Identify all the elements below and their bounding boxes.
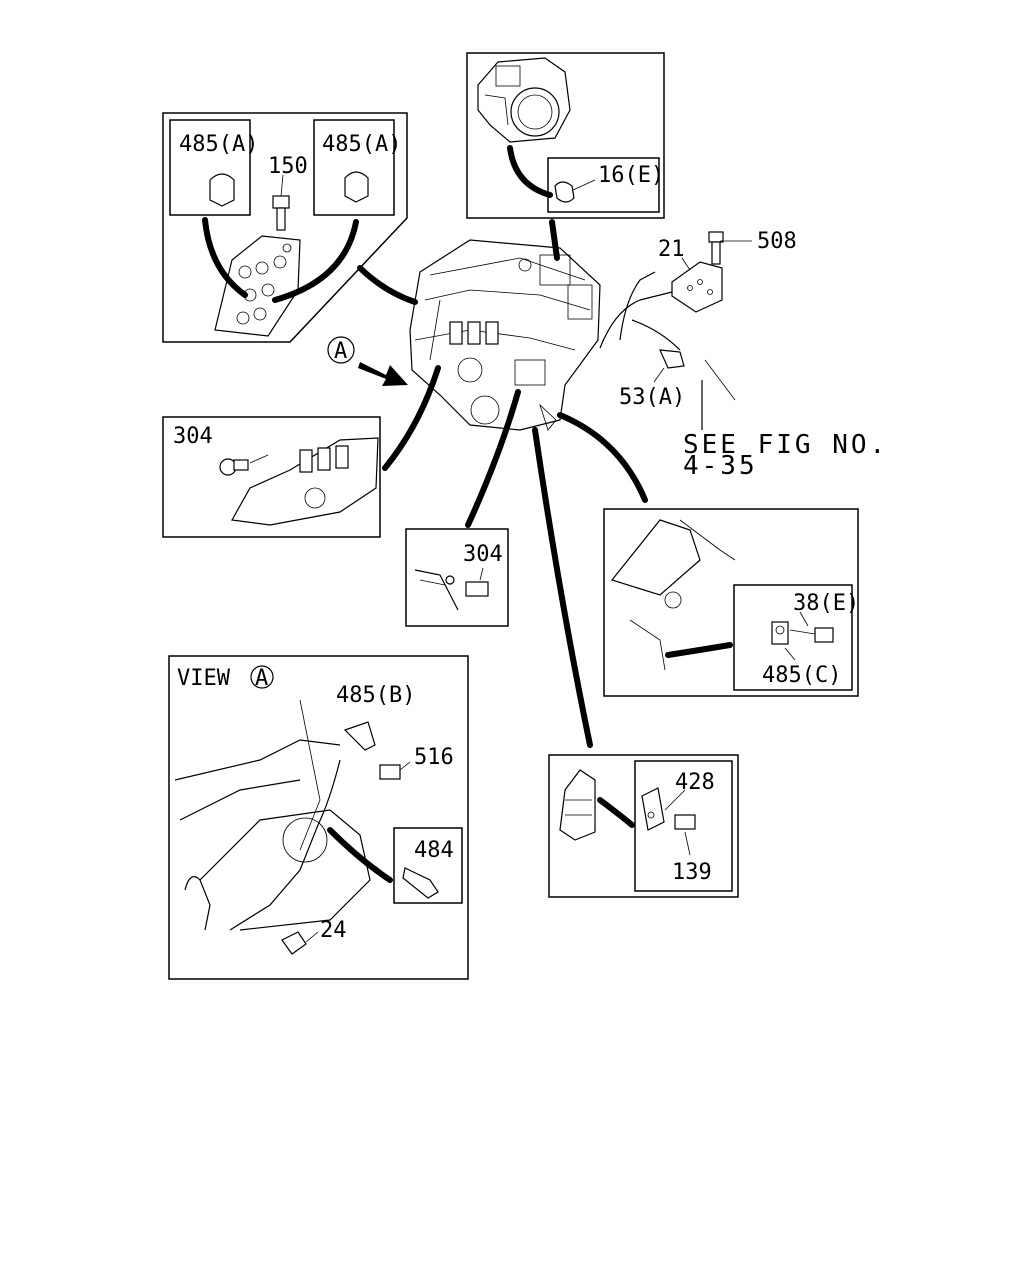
- part-16e-label: 16(E): [598, 163, 664, 188]
- manifold-flange-drawing: [214, 235, 301, 337]
- leader-line: [465, 389, 521, 528]
- bracket-icon: [641, 787, 665, 831]
- part-485c-label: 485(C): [762, 663, 841, 688]
- part-485a-right-label: 485(A): [322, 132, 401, 157]
- clip-icon: [771, 621, 789, 645]
- part-304-mid-label: 304: [463, 542, 503, 567]
- bolt-icon: [789, 627, 834, 643]
- leader-line: [357, 265, 418, 305]
- clip-icon: [554, 181, 575, 203]
- see-fig-label: SEE FIG NO.: [683, 430, 888, 460]
- bolt-304-mid-panel: [405, 528, 509, 627]
- bolt-icon: [272, 174, 290, 231]
- part-150-label: 150: [268, 154, 308, 179]
- bracket-icon: [671, 261, 723, 313]
- see-fig-number-label: 4-35: [683, 451, 758, 481]
- harness-bracket-drawing: [599, 231, 752, 430]
- clip-icon: [209, 173, 235, 207]
- manifold-clip-panel: [162, 112, 408, 343]
- view-a-panel: [168, 655, 469, 980]
- part-485a-left-label: 485(A): [179, 132, 258, 157]
- clip-icon: [343, 721, 376, 751]
- leader-line: [549, 219, 560, 261]
- leader-line: [382, 365, 441, 471]
- bolt-304-left-panel: [162, 416, 381, 538]
- bracket-428-panel: [548, 754, 739, 898]
- nut-icon: [281, 931, 307, 955]
- view-a-letter: A: [255, 666, 268, 691]
- part-304-left-label: 304: [173, 424, 213, 449]
- part-508-label: 508: [757, 229, 797, 254]
- leader-line: [532, 427, 593, 748]
- clip-485a-left-inset: [169, 119, 251, 216]
- view-a-callout: [327, 336, 408, 386]
- leader-line: [557, 412, 648, 503]
- clip-485a-right-inset: [313, 119, 395, 216]
- part-24-label: 24: [320, 918, 347, 943]
- part-485b-label: 485(B): [336, 683, 415, 708]
- sensor-bracket-panel: [603, 508, 859, 697]
- bolt-icon: [402, 867, 439, 899]
- throttle-body-panel: [466, 52, 665, 219]
- bolt-icon: [465, 581, 489, 597]
- part-516-label: 516: [414, 745, 454, 770]
- clip-16e-inset: [547, 157, 660, 213]
- part-21-label: 21: [658, 237, 685, 262]
- part-139-label: 139: [672, 860, 712, 885]
- bolt-icon: [708, 231, 724, 243]
- bolt-icon: [674, 814, 696, 830]
- callout-a-letter: A: [334, 339, 347, 364]
- part-53a-label: 53(A): [619, 385, 685, 410]
- part-428-label: 428: [675, 770, 715, 795]
- clip-icon: [344, 171, 369, 203]
- bolt-icon: [379, 764, 401, 780]
- view-a-title: VIEW: [177, 666, 231, 691]
- part-484-label: 484: [414, 838, 454, 863]
- part-38e-label: 38(E): [793, 591, 859, 616]
- bolt-484-inset: [393, 827, 463, 904]
- engine-assembly-drawing: [409, 239, 601, 431]
- bolt-icon: [219, 458, 249, 476]
- throttle-body-drawing: [477, 57, 571, 143]
